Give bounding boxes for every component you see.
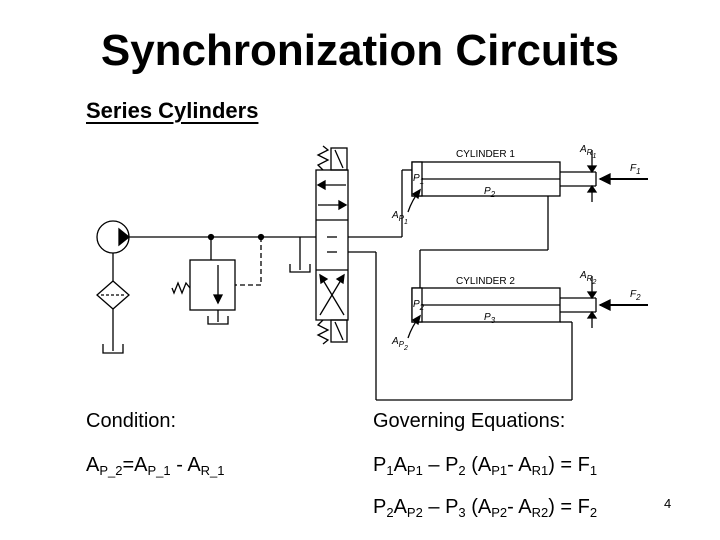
cylinder-2-label: CYLINDER 2: [456, 276, 515, 287]
governing-equation-1: P1AP1 – P2 (AP1- AR1) = F1: [373, 454, 598, 478]
slide-subtitle: Series Cylinders: [86, 98, 259, 123]
ap2-label: AP2: [391, 336, 408, 352]
filter-symbol: [96, 280, 130, 310]
cylinder-1-label: CYLINDER 1: [456, 149, 515, 160]
ar2-label: AR2: [579, 270, 596, 286]
f2-label: F2: [630, 289, 641, 302]
relief-valve-symbol: [171, 259, 236, 311]
tank-symbol: [102, 344, 124, 354]
ar1-label: AR1: [579, 144, 596, 160]
governing-equation-2: P2AP2 – P3 (AP2- AR2) = F2: [373, 496, 598, 520]
cylinder-1: [411, 161, 597, 197]
p3-label: P3: [484, 312, 496, 325]
p1-label: P1: [413, 173, 424, 186]
pump-symbol: [96, 220, 131, 254]
p2-label: P2: [484, 186, 496, 199]
ap1-label: AP1: [391, 210, 408, 226]
slide-title: Synchronization Circuits: [100, 26, 620, 75]
p2b-label: P2: [413, 299, 425, 312]
hydraulic-circuit-diagram: CYLINDER 1 CYLINDER 2 P1 P2 P2 P3 AP1 AP…: [96, 144, 648, 401]
governing-equations-label: Governing Equations:: [373, 410, 566, 432]
page-number: 4: [664, 496, 672, 511]
f1-label: F1: [630, 163, 641, 176]
condition-equation: AP_2=AP_1 - AR_1: [86, 454, 225, 478]
directional-control-valve: [315, 145, 349, 345]
condition-label: Condition:: [86, 410, 177, 432]
cylinder-2: [411, 287, 597, 323]
